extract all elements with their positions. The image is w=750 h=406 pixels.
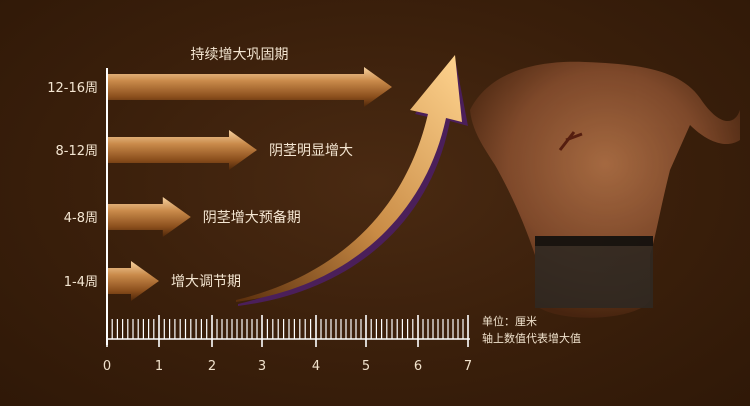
bar-arrow	[107, 67, 392, 107]
category-label: 4-8周	[64, 211, 98, 226]
category-label: 12-16周	[47, 81, 98, 96]
bar-arrow	[107, 130, 257, 170]
bar-arrow	[107, 197, 191, 237]
x-tick-label: 5	[362, 359, 370, 374]
bar-label: 阴茎增大预备期	[203, 209, 301, 226]
category-labels: 1-4周 4-8周 8-12周 12-16周	[47, 81, 98, 290]
unit-note: 单位：厘米	[482, 314, 537, 328]
category-label: 1-4周	[64, 275, 98, 290]
bar-arrow	[107, 261, 159, 301]
x-tick-label: 3	[258, 359, 266, 374]
x-tick-label: 0	[103, 359, 111, 374]
x-axis-ruler	[106, 315, 470, 347]
x-tick-label: 2	[208, 359, 216, 374]
x-tick-label: 6	[414, 359, 422, 374]
category-label: 8-12周	[55, 144, 98, 159]
trend-arrow	[236, 55, 468, 306]
x-tick-label: 4	[312, 359, 320, 374]
bar-label: 增大调节期	[171, 274, 241, 290]
bar-label: 阴茎明显增大	[269, 143, 353, 159]
bar-series: 增大调节期 阴茎增大预备期 阴茎明显增大 持续增大巩固期	[107, 46, 392, 301]
axis-note: 轴上数值代表增大值	[482, 331, 581, 345]
x-tick-label: 7	[464, 359, 472, 374]
bar-label: 持续增大巩固期	[191, 46, 289, 63]
x-axis-tick-labels: 0 1 2 3 4 5 6 7	[103, 359, 472, 374]
torso-figure	[470, 61, 740, 318]
x-tick-label: 1	[155, 359, 163, 374]
